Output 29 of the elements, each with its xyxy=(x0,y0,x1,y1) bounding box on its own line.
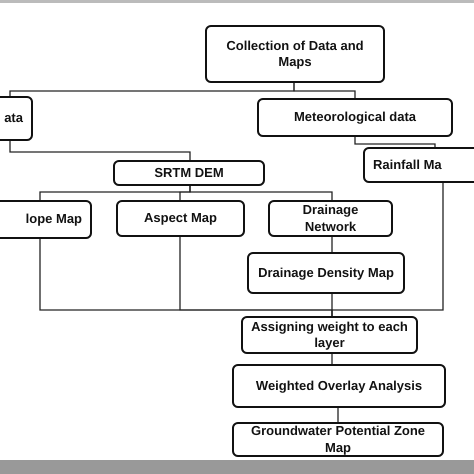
box-label: Assigning weight to each layer xyxy=(251,318,408,352)
box-label: SRTM DEM xyxy=(154,164,224,182)
connector-line xyxy=(331,183,444,316)
process-box xyxy=(232,364,446,408)
process-box xyxy=(247,252,405,294)
connector-line xyxy=(331,237,333,252)
connector-line xyxy=(189,186,333,200)
box-label: Drainage Network xyxy=(302,202,360,235)
box-label: Drainage Density Map xyxy=(258,264,394,282)
process-box xyxy=(205,25,385,83)
process-box xyxy=(257,98,453,137)
box-label: Groundwater Potential Zone Map xyxy=(250,423,426,456)
box-label: Rainfall Ma xyxy=(373,156,442,174)
box-label: lope Map xyxy=(26,211,82,228)
box-label: Weighted Overlay Analysis xyxy=(256,378,422,394)
box-label: Meteorological data xyxy=(294,109,416,126)
process-box xyxy=(116,200,245,237)
process-box xyxy=(268,200,393,237)
process-box xyxy=(241,316,418,354)
box-label: Aspect Map xyxy=(144,210,217,227)
process-box xyxy=(232,422,444,457)
connector-line xyxy=(9,141,191,160)
connector-line xyxy=(331,354,333,364)
box-label: Collection of Data and Maps xyxy=(225,38,365,70)
process-box xyxy=(113,160,265,186)
box-label: ata xyxy=(4,110,23,127)
connector-line xyxy=(354,137,436,147)
connector-line xyxy=(337,408,339,422)
connector-line xyxy=(293,83,356,98)
